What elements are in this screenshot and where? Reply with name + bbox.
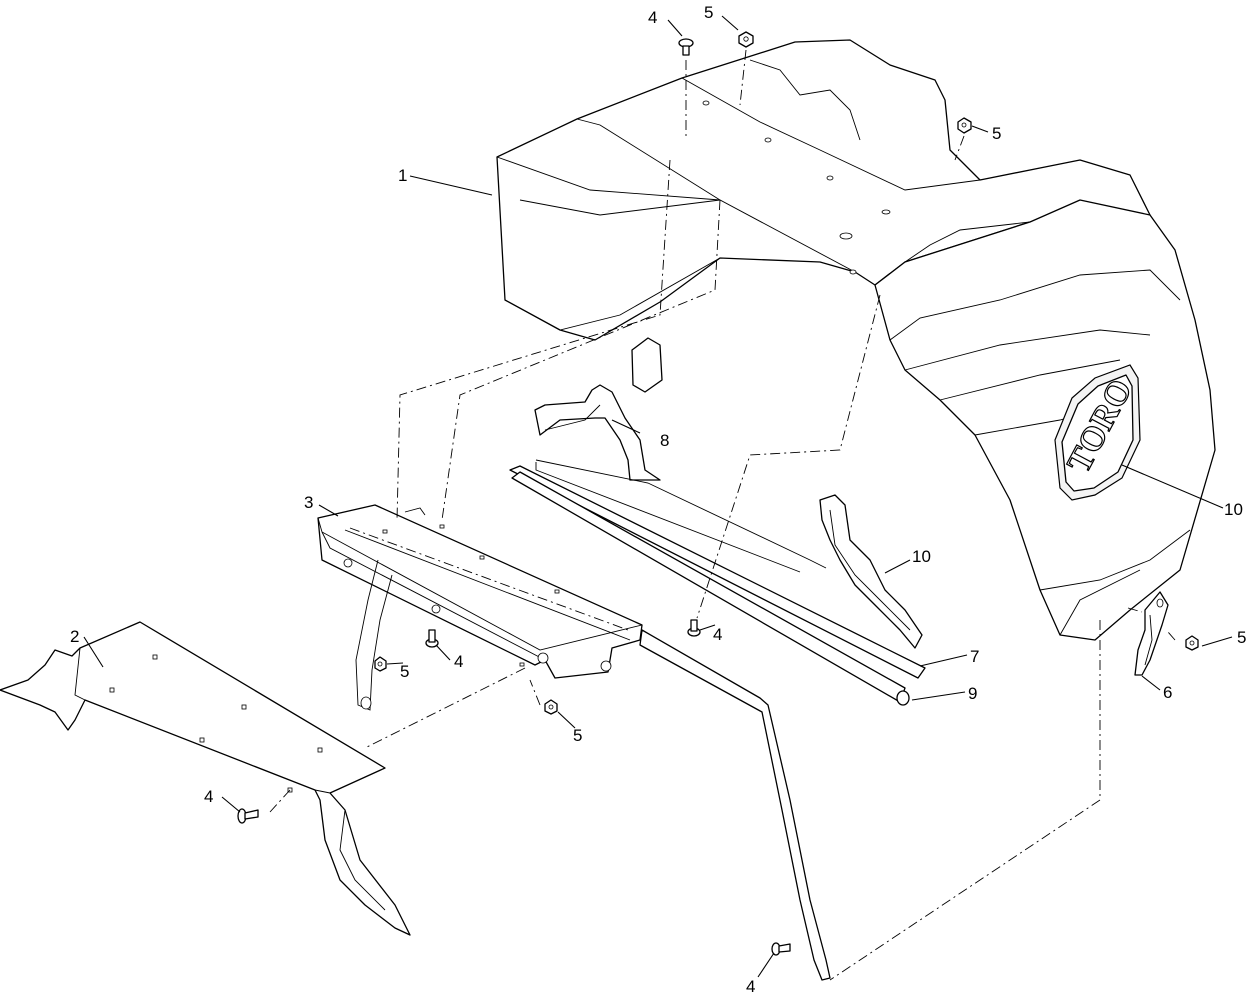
bolt-4e <box>771 942 791 956</box>
bolt-4d <box>237 808 259 824</box>
fasteners <box>237 31 1199 956</box>
callout-9: 9 <box>968 684 977 703</box>
nut-5d <box>544 699 558 715</box>
nut-5a <box>738 31 754 48</box>
callout-6: 6 <box>1163 683 1172 702</box>
callout-4: 4 <box>648 8 657 27</box>
part-6-latch <box>1134 591 1169 676</box>
callout-5: 5 <box>573 726 582 745</box>
callout-7: 7 <box>970 647 979 666</box>
part-8-bracket <box>534 384 661 481</box>
part-3-mounting-bracket <box>317 504 643 711</box>
part-10-side-bracket <box>819 494 923 649</box>
callout-3: 3 <box>304 493 313 512</box>
part-10-catcher-body: TORO <box>874 199 1216 641</box>
callout-5: 5 <box>1237 628 1246 647</box>
bolt-4a <box>678 38 694 56</box>
bolt-4c <box>687 619 701 637</box>
callout-4: 4 <box>746 977 755 996</box>
nut-5e <box>1185 635 1199 651</box>
callout-8: 8 <box>660 431 669 450</box>
callout-10: 10 <box>1224 500 1243 519</box>
callout-4: 4 <box>454 652 463 671</box>
bolt-4b <box>425 629 439 648</box>
callout-4: 4 <box>204 787 213 806</box>
part-1-catcher-top <box>496 39 1151 393</box>
leader-lines <box>83 15 1233 978</box>
callout-5: 5 <box>704 3 713 22</box>
nut-5b <box>957 117 972 134</box>
callout-1: 1 <box>398 166 407 185</box>
assembly-lines <box>269 49 1176 981</box>
part-9-rod <box>511 471 910 981</box>
callout-4: 4 <box>713 625 722 644</box>
part-2-deflector-plate <box>0 621 411 936</box>
callout-2: 2 <box>70 627 79 646</box>
callout-labels: 1 2 3 4 4 4 4 4 5 5 5 5 5 6 7 8 9 10 10 <box>70 3 1246 996</box>
nut-5c <box>374 656 387 672</box>
callout-5: 5 <box>400 662 409 681</box>
callout-10: 10 <box>912 547 931 566</box>
part-7-strip <box>509 459 926 679</box>
callout-5: 5 <box>992 124 1001 143</box>
